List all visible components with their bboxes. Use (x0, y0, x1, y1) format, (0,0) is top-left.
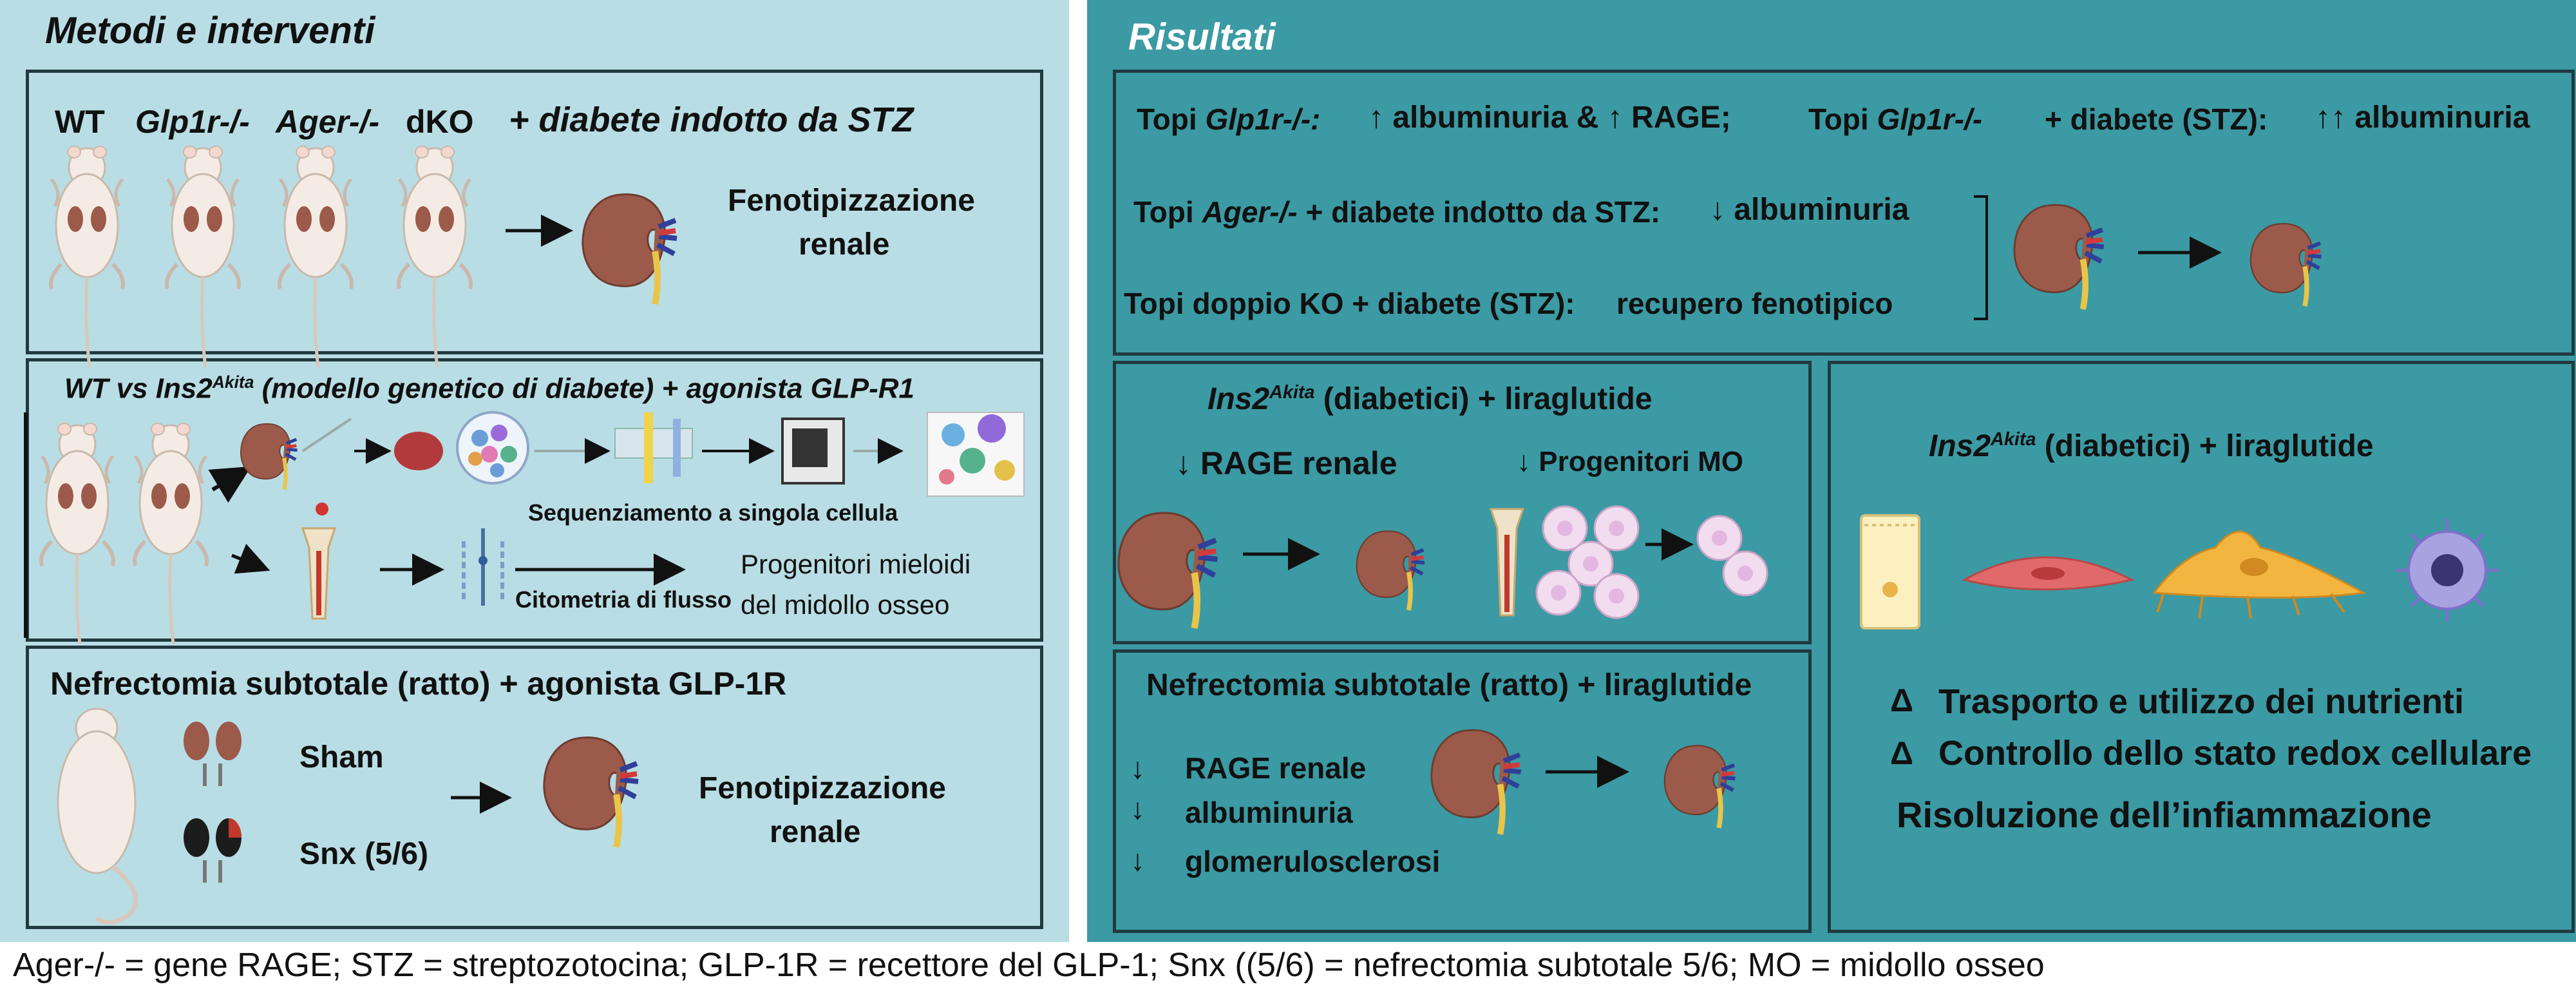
kidney-healthy-icon (1357, 531, 1425, 610)
result-glp1r-label: Topi Glp1r-/-: (1137, 102, 1321, 136)
delta-icon: Δ (1890, 682, 1913, 718)
epithelial-cell-icon (1860, 514, 1920, 629)
result-glp1r-effect: ↑ albuminuria & ↑ RAGE; (1368, 101, 1731, 135)
kidney-diseased-icon (1432, 730, 1521, 834)
decrease-arrow: ↓ (1130, 751, 1145, 785)
methods-title: Metodi e interventi (45, 10, 375, 52)
kidney-diseased-icon (1119, 513, 1217, 628)
mouse-ager (279, 146, 352, 367)
phenotyping-label-line1: Fenotipizzazione (728, 184, 975, 218)
glomerulosclerosis-item: glomerulosclerosi (1185, 845, 1441, 878)
phenotyping-label-line1: Fenotipizzazione (699, 771, 946, 805)
mesangial-cell-icon (2152, 530, 2367, 619)
results-title: Risultati (1128, 16, 1276, 58)
bone-icon (1489, 508, 1525, 617)
akita-model-title: WT vs Ins2Akita (modello genetico di dia… (64, 372, 914, 405)
strain-label-ager: Ager-/- (276, 104, 380, 140)
kidney-icon (241, 424, 298, 490)
myeloid-progenitors-line1: Progenitori mieloidi (741, 549, 971, 579)
nephrectomy-agonist-title: Nefrectomia subtotale (ratto) + agonista… (50, 666, 787, 702)
mouse-wt (51, 146, 123, 367)
rat-icon (57, 707, 138, 925)
inflammation-resolution-item: Risoluzione dell’infiammazione (1897, 794, 2432, 835)
methods-box-strains (26, 70, 1043, 354)
strain-label-glp1r: Glp1r-/- (135, 104, 250, 140)
reduced-progenitor-cells-icon (1696, 515, 1768, 597)
results-box-knockout (1113, 70, 2575, 356)
kidney-healthy-icon (1665, 745, 1736, 828)
akita-kidney-title: Ins2Akita (diabetici) + liraglutide (1208, 382, 1653, 416)
tsne-plot-icon (927, 412, 1025, 497)
decrease-arrow: ↓ (1130, 792, 1145, 825)
myeloid-progenitors-line2: del midollo osseo (741, 590, 950, 620)
result-dko-label: Topi doppio KO + diabete (STZ): (1124, 287, 1575, 320)
bone-icon (301, 503, 337, 620)
phenotyping-label-line2: renale (799, 227, 890, 262)
tissue-icon (394, 432, 443, 470)
result-glp1r-stz-label: Topi Glp1r-/- (1808, 102, 1983, 136)
mouse-dko (399, 146, 471, 367)
flow-cytometry-label: Citometria di flusso (515, 586, 732, 613)
nephrectomy-liraglutide-title: Nefrectomia subtotale (ratto) + liraglut… (1146, 668, 1752, 702)
immune-cell-icon (2396, 519, 2499, 622)
renal-rage-decrease: ↓ RAGE renale (1175, 445, 1397, 481)
kidney-icon (583, 195, 677, 304)
albuminuria-item: albuminuria (1185, 796, 1353, 829)
result-ager-label: Topi Ager-/- + diabete indotto da STZ: (1133, 195, 1661, 229)
redox-control-item: Controllo dello stato redox cellulare (1938, 734, 2532, 773)
mouse-glp1r (167, 146, 239, 367)
akita-cells-title: Ins2Akita (diabetici) + liraglutide (1929, 429, 2374, 463)
result-glp1r-stz-effect: ↑↑ albuminuria (2315, 101, 2530, 135)
nutrient-transport-item: Trasporto e utilizzo dei nutrienti (1938, 682, 2465, 721)
diabetes-condition-label: + diabete indotto da STZ (509, 101, 914, 139)
strain-label-wt: WT (55, 104, 105, 140)
mouse-akita (135, 423, 207, 644)
delta-icon: Δ (1890, 735, 1913, 771)
kidney-pair-snx-icon (184, 818, 242, 883)
kidney-icon (544, 738, 638, 847)
decrease-arrow: ↓ (1130, 843, 1145, 877)
bm-progenitors-decrease: ↓ Progenitori MO (1517, 446, 1743, 477)
results-box-akita-kidney (1113, 361, 1812, 644)
progenitor-cells-icon (1535, 505, 1640, 619)
renal-rage-item: RAGE renale (1185, 751, 1367, 785)
result-dko-effect: recupero fenotipico (1616, 287, 1893, 320)
result-glp1r-stz-condition: + diabete (STZ): (2045, 102, 2268, 136)
flow-cytometer-icon (462, 528, 504, 606)
single-cell-seq-label: Sequenziamento a singola cellula (528, 499, 898, 526)
snx-label: Snx (5/6) (299, 837, 429, 871)
mouse-wt (41, 423, 113, 644)
results-box-akita-cells (1828, 361, 2575, 933)
kidney-diseased-icon (2014, 205, 2104, 309)
strain-label-dko: dKO (406, 104, 474, 140)
phenotyping-label-line2: renale (770, 815, 861, 849)
smooth-muscle-cell-icon (1961, 556, 2135, 591)
kidney-pair-sham-icon (184, 722, 242, 786)
result-ager-effect: ↓ albuminuria (1710, 193, 1909, 227)
sham-label: Sham (299, 740, 384, 774)
kidney-healthy-icon (2251, 224, 2322, 306)
abbreviations-footnote: Ager-/- = gene RAGE; STZ = streptozotoci… (13, 946, 2045, 984)
methods-box-nephrectomy (26, 646, 1043, 929)
